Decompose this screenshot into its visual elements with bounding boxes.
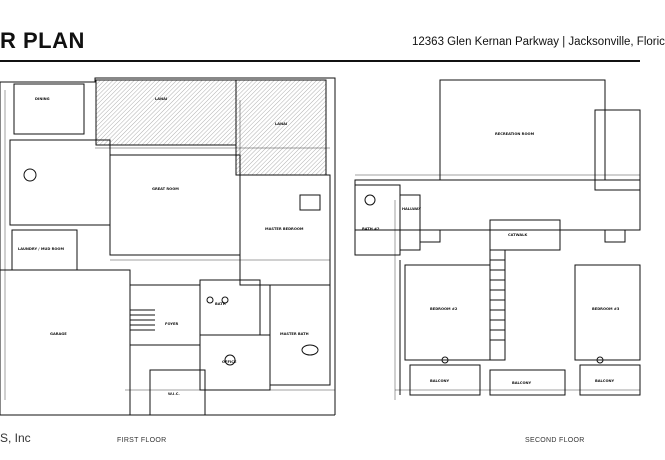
room-master-bath-label: MASTER BATH (280, 332, 309, 336)
first-floor-label: FIRST FLOOR (117, 437, 167, 444)
room-dining-label: DINING (35, 97, 50, 101)
room-laundry-label: LAUNDRY / MUD ROOM (18, 247, 64, 251)
room-wic-label: W.I.C. (168, 392, 180, 396)
room-bedroom3-label: BEDROOM #3 (592, 307, 620, 311)
property-address: 12363 Glen Kernan Parkway | Jacksonville… (412, 36, 665, 48)
header-divider (0, 60, 640, 62)
room-foyer-label: FOYER (165, 322, 178, 326)
room-recreation-label: RECREATION ROOM (495, 132, 535, 136)
room-bath-label: BATH (215, 302, 226, 306)
room-garage-label: GARAGE (50, 332, 67, 336)
second-floor-label: SECOND FLOOR (525, 437, 585, 444)
room-great-room-label: GREAT ROOM (152, 187, 179, 191)
room-master-bedroom-label: MASTER BEDROOM (265, 227, 304, 231)
room-bath2-label: BATH #2 (362, 227, 380, 231)
second-floor-plan: RECREATION ROOM BEDROOM #2 BEDROOM #3 CA… (350, 70, 641, 415)
room-balcony3-label: BALCONY (595, 379, 615, 383)
room-lanai-label: LANAI (155, 97, 167, 101)
first-floor-plan: DINING LANAI LANAI GREAT ROOM MASTER BED… (0, 70, 345, 416)
room-catwalk-label: CATWALK (508, 233, 527, 237)
company-name: S, Inc (0, 431, 31, 445)
room-office-label: OFFICE (222, 360, 237, 364)
page-title: R PLAN (0, 28, 85, 53)
room-bedroom2-label: BEDROOM #2 (430, 307, 458, 311)
room-balcony1-label: BALCONY (430, 379, 450, 383)
room-lanai2-label: LANAI (275, 122, 287, 126)
room-balcony2-label: BALCONY (512, 381, 532, 385)
room-hallway-label: HALLWAY (402, 207, 421, 211)
